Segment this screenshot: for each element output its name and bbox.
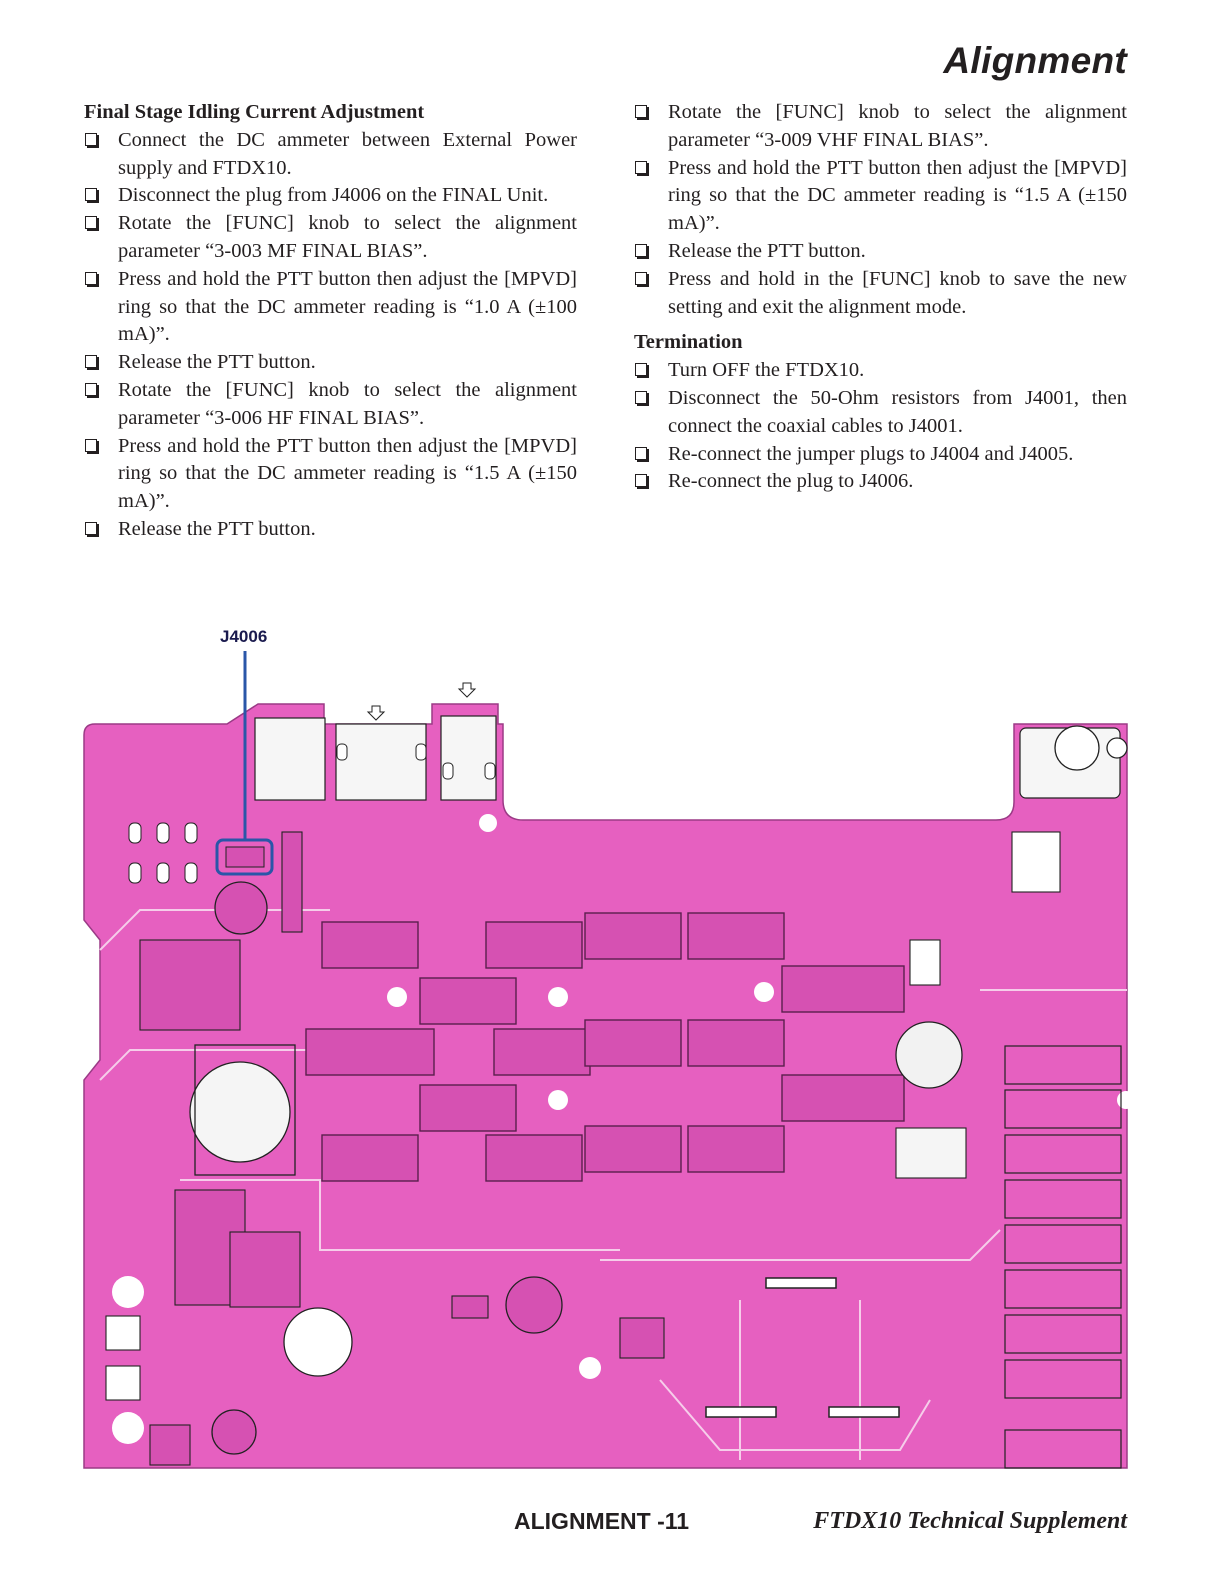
step-item: Rotate the [FUNC] knob to select the ali… xyxy=(84,210,577,266)
section-heading: Final Stage Idling Current Adjustment xyxy=(84,101,425,123)
step-text: Re-connect the plug to J4006. xyxy=(668,470,914,493)
large-components xyxy=(189,725,1128,1455)
relay-column xyxy=(1004,1045,1122,1469)
step-text: Press and hold the PTT button then adjus… xyxy=(118,434,577,513)
arrow-icons xyxy=(366,682,477,721)
j4006-callout xyxy=(215,651,274,876)
checkbox-icon xyxy=(635,446,647,460)
step-text: Press and hold in the [FUNC] knob to sav… xyxy=(668,267,1127,318)
step-item: Re-connect the plug to J4006. xyxy=(634,468,1127,496)
left-column: Final Stage Idling Current Adjustment Co… xyxy=(84,99,577,544)
mounting-holes xyxy=(112,814,1135,1444)
step-item: Connect the DC ammeter between External … xyxy=(84,127,577,183)
transistor-bars xyxy=(705,1277,900,1418)
pcb-board xyxy=(83,703,1128,1469)
j4006-callout-label: J4006 xyxy=(220,627,268,646)
step-text: Connect the DC ammeter between External … xyxy=(118,128,577,179)
checkbox-icon xyxy=(85,521,97,535)
checkbox-icon xyxy=(85,132,97,146)
step-item: Disconnect the 50-Ohm resistors from J40… xyxy=(634,385,1127,441)
step-text: Release the PTT button. xyxy=(118,517,316,540)
checkbox-icon xyxy=(635,363,647,377)
termination-heading: Termination xyxy=(634,331,743,354)
page-title: Alignment xyxy=(943,40,1127,81)
checkbox-icon xyxy=(85,382,97,396)
step-text: Rotate the [FUNC] knob to select the ali… xyxy=(668,101,1127,151)
page-label: ALIGNMENT -11 xyxy=(514,1508,690,1534)
step-text: Disconnect the 50-Ohm resistors from J40… xyxy=(668,386,1127,437)
step-text: Release the PTT button. xyxy=(668,239,866,262)
checkbox-icon xyxy=(635,390,647,404)
checkbox-icon xyxy=(635,105,647,118)
step-text: Press and hold the PTT button then adjus… xyxy=(668,156,1127,235)
step-item: Press and hold the PTT button then adjus… xyxy=(84,433,577,516)
step-item: Press and hold in the [FUNC] knob to sav… xyxy=(634,266,1127,322)
right-column: Rotate the [FUNC] knob to select the ali… xyxy=(634,99,1127,496)
checkbox-icon xyxy=(635,474,647,488)
step-item: Re-connect the jumper plugs to J4004 and… xyxy=(634,441,1127,469)
step-item: Release the PTT button. xyxy=(634,238,1127,266)
checkbox-icon xyxy=(85,188,97,202)
termination-list: Turn OFF the FTDX10. Disconnect the 50-O… xyxy=(634,357,1127,496)
step-text: Turn OFF the FTDX10. xyxy=(668,359,865,382)
step-item: Press and hold the PTT button then adjus… xyxy=(634,155,1127,238)
step-list: Connect the DC ammeter between External … xyxy=(84,127,577,544)
step-item: Disconnect the plug from J4006 on the FI… xyxy=(84,182,577,210)
checkbox-icon xyxy=(85,271,97,285)
document-title: FTDX10 Technical Supplement xyxy=(813,1508,1127,1534)
j4006-connector xyxy=(225,846,265,868)
step-text: Rotate the [FUNC] knob to select the ali… xyxy=(118,212,577,262)
step-item: Turn OFF the FTDX10. xyxy=(634,357,1127,385)
pads xyxy=(128,743,496,884)
checkbox-icon xyxy=(635,271,647,285)
step-item: Release the PTT button. xyxy=(84,516,577,544)
step-text: Release the PTT button. xyxy=(118,351,316,374)
step-item: Release the PTT button. xyxy=(84,349,577,377)
checkbox-icon xyxy=(635,243,647,257)
checkbox-icon xyxy=(635,160,647,174)
checkbox-icon xyxy=(85,438,97,452)
step-list: Rotate the [FUNC] knob to select the ali… xyxy=(634,99,1127,321)
step-text: Re-connect the jumper plugs to J4004 and… xyxy=(668,442,1074,465)
step-item: Rotate the [FUNC] knob to select the ali… xyxy=(634,99,1127,155)
step-item: Press and hold the PTT button then adjus… xyxy=(84,266,577,349)
step-text: Disconnect the plug from J4006 on the FI… xyxy=(118,184,549,207)
step-text: Press and hold the PTT button then adjus… xyxy=(118,267,577,346)
checkbox-icon xyxy=(85,355,97,369)
step-text: Rotate the [FUNC] knob to select the ali… xyxy=(118,378,577,429)
checkbox-icon xyxy=(85,216,97,230)
coil-blocks xyxy=(305,912,905,1182)
pcb-traces xyxy=(99,909,1127,1460)
step-item: Rotate the [FUNC] knob to select the ali… xyxy=(84,377,577,433)
top-connectors xyxy=(254,715,1121,801)
misc-components xyxy=(105,831,1061,1466)
